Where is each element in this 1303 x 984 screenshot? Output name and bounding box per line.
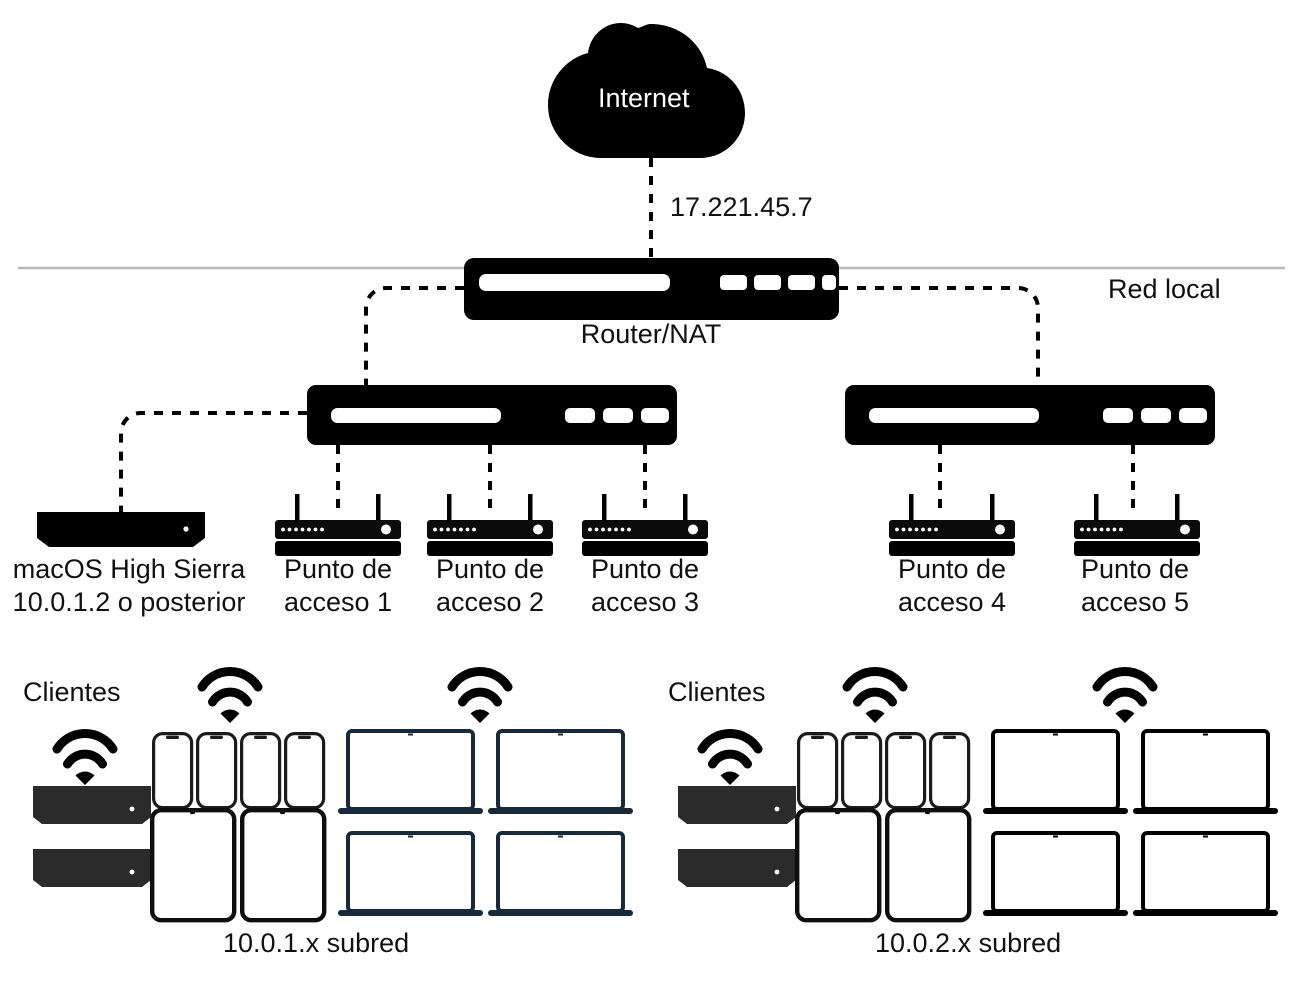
- iphone-group1-1-icon: [152, 731, 194, 810]
- mac-mini-group1-b-icon: [33, 849, 151, 887]
- macbook-group2-4-icon: [1133, 831, 1278, 916]
- access-point-3-label-line1: Punto de: [590, 554, 700, 584]
- wifi-icon-group1-minis: [57, 733, 113, 785]
- cloud-icon: [548, 23, 745, 158]
- access-point-4-label-line1: Punto de: [897, 554, 1007, 584]
- access-point-3-label-line2: acceso 3: [590, 587, 700, 617]
- access-point-1-label-line1: Punto de: [283, 554, 393, 584]
- router-label: Router/NAT: [580, 319, 722, 349]
- clients-label-group1: Clientes: [23, 677, 121, 707]
- network-switch-right: [845, 385, 1215, 445]
- iphone-group1-2-icon: [196, 731, 238, 810]
- iphone-group2-1-icon: [796, 731, 839, 810]
- access-point-4-icon: [889, 494, 1015, 556]
- internet-label: Internet: [598, 83, 690, 113]
- link-router-switch-left: [364, 286, 464, 385]
- wifi-icon-group2-minis: [702, 733, 758, 785]
- wifi-icon-group2-laptops: [1097, 671, 1153, 723]
- wifi-icon-group1-mobile: [202, 671, 258, 723]
- wan-ip-label: 17.221.45.7: [670, 192, 813, 222]
- network-switch-left: [307, 385, 677, 445]
- router-icon: [464, 258, 839, 320]
- local-network-label: Red local: [1108, 274, 1221, 304]
- mac-mini-group2-b-icon: [678, 849, 796, 887]
- iphone-group2-3-icon: [884, 731, 927, 810]
- iphone-group2-4-icon: [928, 731, 971, 810]
- access-point-2-label-line1: Punto de: [435, 554, 545, 584]
- iphone-group1-4-icon: [284, 731, 326, 810]
- macbook-group1-1-icon: [338, 729, 483, 814]
- subnet-label-group1: 10.0.1.x subred: [223, 928, 410, 958]
- link-router-switch-right: [839, 286, 1040, 385]
- wifi-icon-group2-mobile: [847, 671, 903, 723]
- access-point-4-label-line2: acceso 4: [897, 587, 1007, 617]
- macbook-group1-2-icon: [488, 729, 633, 814]
- access-point-2-label-line2: acceso 2: [435, 587, 545, 617]
- mac-mini-group2-a-icon: [678, 786, 796, 824]
- macbook-group1-3-icon: [338, 831, 483, 916]
- macbook-group2-3-icon: [983, 831, 1128, 916]
- clients-label-group2: Clientes: [668, 677, 766, 707]
- wifi-icon-group1-laptops: [452, 671, 508, 723]
- subnet-label-group2: 10.0.2.x subred: [875, 928, 1062, 958]
- server-label-line2: 10.0.1.2 o posterior: [12, 587, 246, 617]
- mac-mini-server-icon: [37, 512, 205, 547]
- ipad-group2-1-icon: [797, 810, 879, 920]
- macbook-group2-1-icon: [983, 729, 1128, 814]
- access-point-5-label-line1: Punto de: [1080, 554, 1190, 584]
- ipad-group2-2-icon: [887, 810, 969, 920]
- macbook-group2-2-icon: [1133, 729, 1278, 814]
- ipad-group1-2-icon: [242, 810, 324, 920]
- ipad-group1-1-icon: [152, 810, 234, 920]
- link-switch-server: [119, 411, 307, 512]
- mac-mini-group1-a-icon: [33, 786, 151, 824]
- access-point-1-label-line2: acceso 1: [283, 587, 393, 617]
- access-point-5-label-line2: acceso 5: [1080, 587, 1190, 617]
- access-point-5-icon: [1074, 494, 1200, 556]
- macbook-group1-4-icon: [488, 831, 633, 916]
- server-label-line1: macOS High Sierra: [12, 554, 246, 584]
- iphone-group1-3-icon: [240, 731, 282, 810]
- iphone-group2-2-icon: [840, 731, 883, 810]
